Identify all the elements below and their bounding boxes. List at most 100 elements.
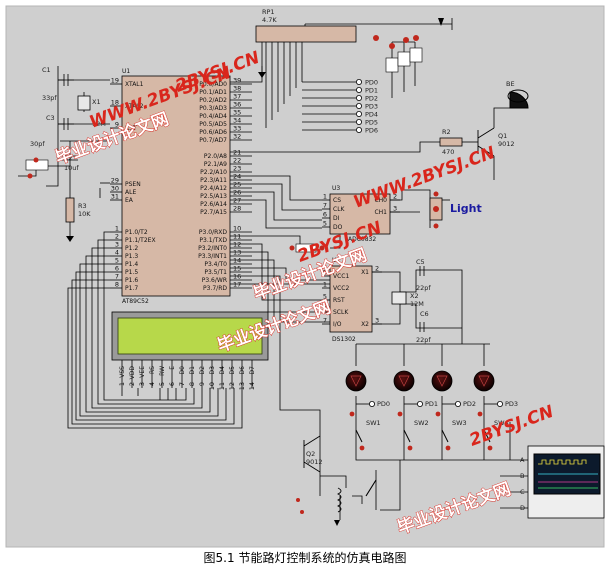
terminal-dot — [355, 111, 362, 118]
r3-ref: R3 — [78, 202, 87, 210]
pin-number: 16 — [233, 273, 241, 281]
lcd-screen — [117, 317, 263, 355]
pd-label: PD0 — [365, 79, 378, 87]
pin-name: P1.6 — [125, 277, 138, 284]
light-sensor: Light — [429, 191, 482, 229]
led-symbol — [350, 375, 362, 387]
lcd-pin-name: D5 — [229, 366, 236, 375]
switch-ref: SW3 — [452, 419, 467, 427]
switch-ref: SW1 — [366, 419, 381, 427]
pin-name: P2.3/A11 — [200, 177, 227, 184]
lcd-pin-number: 12 — [228, 382, 236, 390]
pin-number: 21 — [233, 149, 241, 157]
light-label: Light — [450, 202, 482, 215]
switch-dot — [445, 445, 451, 451]
q2-ref: Q2 — [306, 450, 315, 458]
pd-label: PD4 — [365, 111, 378, 119]
switch-dot — [435, 411, 441, 417]
pin-name: X2 — [361, 321, 369, 328]
buzzer-be: BE — [506, 80, 529, 109]
c3-ref: C3 — [46, 114, 55, 122]
pin-number: 18 — [111, 99, 119, 107]
pin-name: P0.3/AD3 — [199, 105, 227, 112]
lcd-pin-name: VSS — [119, 366, 126, 378]
lcd-pin-name: VDD — [129, 366, 136, 380]
pin-name: P2.1/A9 — [204, 161, 227, 168]
pin-number: 7 — [323, 317, 327, 325]
street-lamps — [345, 370, 495, 392]
pin-name: I/O — [333, 321, 342, 328]
switch-dot — [487, 445, 493, 451]
lcd-pin-number: 3 — [138, 382, 146, 386]
r2-ref: R2 — [442, 128, 451, 136]
pin-name: P3.1/TXD — [199, 237, 227, 244]
led-symbol — [398, 375, 410, 387]
pin-name: P3.0/RXD — [199, 229, 227, 236]
pin-name: P2.0/A8 — [204, 153, 227, 160]
switch-contact — [441, 429, 449, 443]
lcd-pin-number: 7 — [178, 382, 186, 386]
function-buttons — [373, 18, 444, 73]
pin-name: XTAL2 — [125, 103, 144, 110]
pd-label: PD6 — [365, 127, 378, 135]
pin-number: 7 — [115, 273, 119, 281]
pin-name: DO — [333, 224, 343, 231]
lcd-module: VSS1VDD2VEE3RS4RW5E6D07D18D29D310D411D51… — [111, 311, 269, 390]
r3-value: 10K — [78, 210, 91, 218]
pin-number: 3 — [375, 317, 379, 325]
c6-ref: C6 — [420, 310, 429, 318]
pin-name: P2.6/A14 — [200, 201, 227, 208]
pin-name: PSEN — [125, 181, 141, 188]
pin-number: 5 — [323, 220, 327, 228]
switch-dot — [397, 411, 403, 417]
pd-label: PD2 — [365, 95, 378, 103]
pin-name: VCC2 — [333, 285, 349, 292]
led-symbol — [478, 375, 490, 387]
c1-value: 33pf — [42, 94, 57, 102]
lamp-led — [345, 370, 367, 392]
r2-value: 470 — [442, 148, 454, 156]
pin-number: 8 — [115, 281, 119, 289]
r3-resistor — [65, 197, 75, 223]
r2-resistor — [439, 137, 463, 147]
wires — [18, 18, 528, 520]
terminal-dot — [355, 103, 362, 110]
pd-label: PD1 — [365, 87, 378, 95]
pin-name: P0.0/AD0 — [199, 81, 227, 88]
pin-name: P0.7/AD7 — [199, 137, 227, 144]
pin-name: XTAL1 — [125, 81, 144, 88]
pin-number: 6 — [323, 305, 327, 313]
switch-contact — [403, 429, 411, 443]
pin-number: 28 — [233, 205, 241, 213]
pin-name: P1.0/T2 — [125, 229, 148, 236]
x2-value: 12M — [410, 300, 424, 308]
pin-number: 3 — [115, 241, 119, 249]
pin-number: 6 — [115, 265, 119, 273]
switch-net-label: PD0 — [377, 400, 390, 408]
c2-value: 10uf — [64, 164, 79, 172]
pin-name: RST — [125, 125, 137, 132]
lcd-pin-name: RW — [159, 366, 166, 376]
pin-number: 6 — [323, 211, 327, 219]
c3-value: 30pf — [30, 140, 45, 148]
lcd-pin-number: 8 — [188, 382, 196, 386]
pin-name: P1.7 — [125, 285, 138, 292]
pin-number: 39 — [233, 77, 241, 85]
pin-number: 7 — [323, 202, 327, 210]
pin-name: P1.4 — [125, 261, 138, 268]
rp1-body — [255, 25, 357, 43]
pin-name: P0.4/AD4 — [199, 113, 227, 120]
lcd-pin-name: D1 — [189, 366, 196, 375]
pin-number: 36 — [233, 101, 241, 109]
pin-number: 19 — [111, 77, 119, 85]
figure-caption: 图5.1 节能路灯控制系统的仿真电路图 — [203, 551, 407, 565]
lcd-pin-name: VEE — [139, 366, 146, 378]
pin-number: 26 — [233, 189, 241, 197]
crystal-circuit: C1 33pf C3 30pf X1 12M C2 10uf R3 10K — [25, 66, 106, 242]
pin-name: CH0 — [374, 197, 387, 204]
switch-contact — [483, 429, 491, 443]
pin-name: P3.5/T1 — [204, 269, 227, 276]
pin-number: 4 — [115, 249, 119, 257]
pin-number: 5 — [115, 257, 119, 265]
